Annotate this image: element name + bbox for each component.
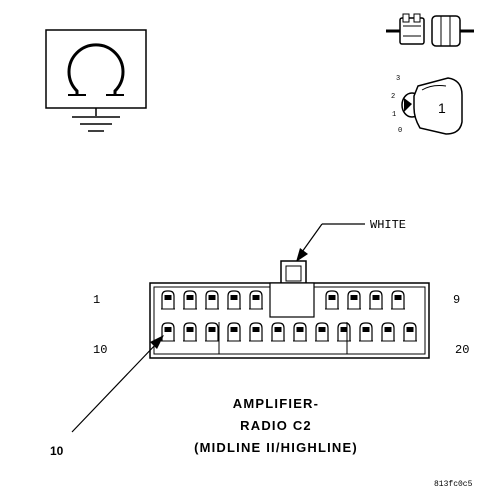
pin-cavity-10 (161, 322, 175, 342)
pin-cavity-17 (315, 322, 329, 342)
pin-cavity-7 (347, 290, 361, 310)
pin-cavity-21 (403, 322, 417, 342)
figure-code: 813fc0c5 (434, 480, 473, 489)
connector-body (149, 260, 430, 359)
connector-color-label: WHITE (370, 218, 406, 232)
connector-title-line1: AMPLIFIER- (233, 396, 319, 411)
key-position-1: 1 (392, 111, 396, 119)
key-position-2: 2 (391, 93, 395, 101)
pin-cavity-4 (227, 290, 241, 310)
pin-cavity-2 (183, 290, 197, 310)
pin-cavity-12 (205, 322, 219, 342)
pin-cavity-11 (183, 322, 197, 342)
pin-cavity-9 (391, 290, 405, 310)
bottom-pin-row (161, 322, 417, 342)
pin-cavity-8 (369, 290, 383, 310)
ohmmeter-ground-icon (45, 29, 147, 132)
color-callout: WHITE (296, 218, 406, 262)
pin-cavity-19 (359, 322, 373, 342)
pin-cavity-13 (227, 322, 241, 342)
pin-label-9: 9 (453, 293, 460, 307)
pin-cavity-15 (271, 322, 285, 342)
pin-10-callout-arrow (71, 335, 164, 433)
connector-title-line2: RADIO C2 (240, 418, 312, 433)
pin-cavity-6 (325, 290, 339, 310)
pin-cavity-20 (381, 322, 395, 342)
pin-cavity-14 (249, 322, 263, 342)
ignition-key-icon: 3 2 1 0 1 (391, 75, 463, 135)
connector-title-line3: (MIDLINE II/HIGHLINE) (194, 440, 358, 455)
pin-cavity-18 (337, 322, 351, 342)
pin-label-1: 1 (93, 293, 100, 307)
callout-pin-number: 10 (50, 444, 64, 458)
pin-cavity-16 (293, 322, 307, 342)
top-pin-row (161, 290, 405, 310)
pin-label-20: 20 (455, 343, 469, 357)
connector-plug-icon (386, 13, 474, 47)
key-position-3: 3 (396, 75, 400, 83)
pin-label-10: 10 (93, 343, 107, 357)
key-number: 1 (438, 100, 446, 116)
key-position-0: 0 (398, 127, 402, 135)
pin-cavity-5 (249, 290, 263, 310)
pin-cavity-3 (205, 290, 219, 310)
pin-cavity-1 (161, 290, 175, 310)
